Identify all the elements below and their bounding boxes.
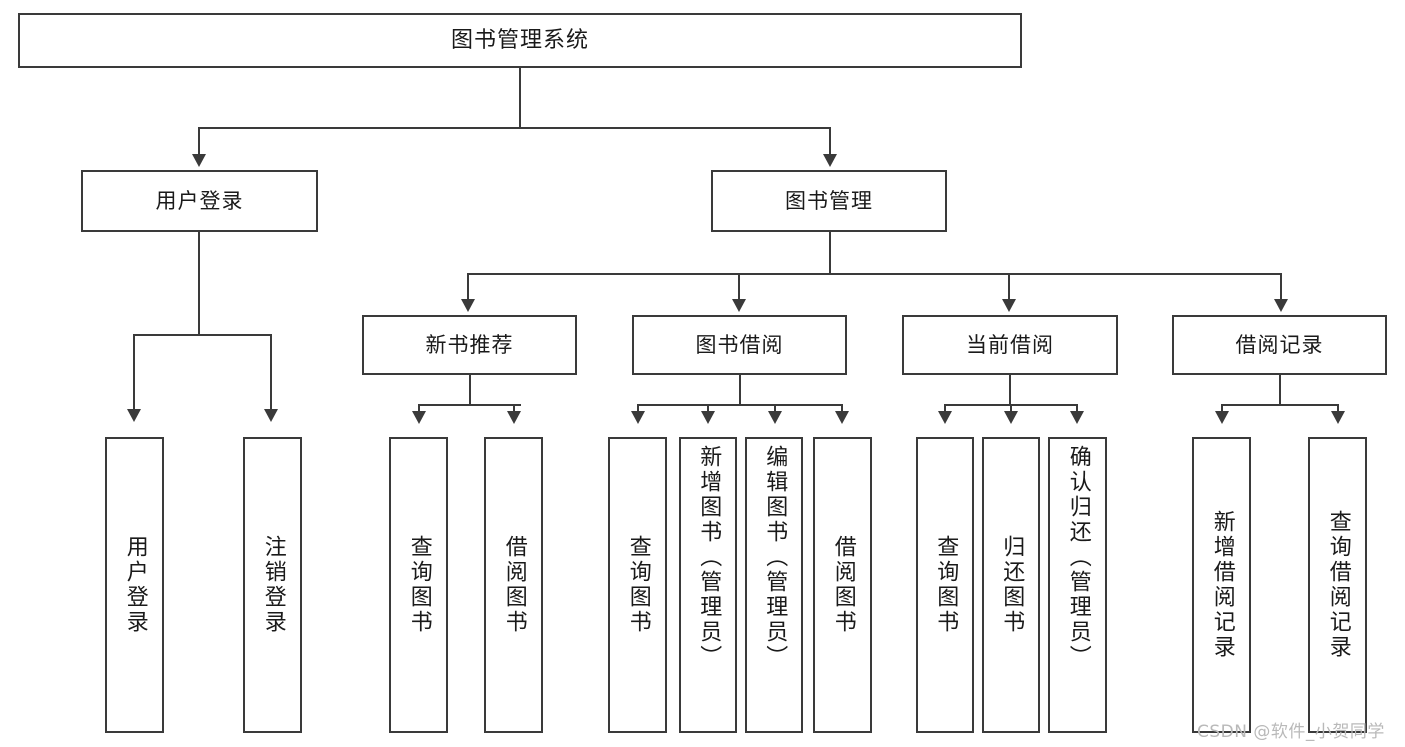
leaf-label: 查询图书 — [406, 535, 432, 635]
leaf-book-borrow-edit[interactable]: 编辑图书（管理员） — [745, 437, 803, 733]
connector-borrow-record-bus — [1221, 404, 1338, 406]
leaf-label: 确认归还（管理员） — [1065, 445, 1091, 670]
node-label: 用户登录 — [155, 188, 244, 213]
node-new-book-recommend[interactable]: 新书推荐 — [362, 315, 577, 375]
arrowhead-current-borrow-leaf-2 — [1004, 411, 1018, 424]
connector-borrow-record-stem — [1279, 375, 1281, 405]
connector-book-borrow-drop-1 — [637, 404, 639, 412]
leaf-user-login-login[interactable]: 用户登录 — [105, 437, 164, 733]
connector-root-bus — [198, 127, 831, 129]
leaf-label: 用户登录 — [122, 535, 148, 635]
arrowhead-to-new-book — [461, 299, 475, 312]
arrowhead-user-login-leaf-1 — [127, 409, 141, 422]
connector-book-borrow-drop-4 — [841, 404, 843, 412]
connector-book-manage-drop-3 — [1008, 273, 1010, 300]
node-label: 借阅记录 — [1235, 332, 1324, 357]
leaf-book-borrow-query[interactable]: 查询图书 — [608, 437, 667, 733]
connector-book-manage-bus — [467, 273, 1280, 275]
connector-borrow-record-drop-1 — [1221, 404, 1223, 412]
arrowhead-current-borrow-leaf-3 — [1070, 411, 1084, 424]
connector-current-borrow-stem — [1009, 375, 1011, 405]
connector-book-manage-drop-4 — [1280, 273, 1282, 300]
connector-root-to-user-login — [198, 127, 200, 155]
leaf-new-book-borrow[interactable]: 借阅图书 — [484, 437, 543, 733]
leaf-borrow-record-add[interactable]: 新增借阅记录 — [1192, 437, 1251, 733]
connector-book-borrow-drop-2 — [707, 404, 709, 412]
node-user-login[interactable]: 用户登录 — [81, 170, 318, 232]
node-book-management[interactable]: 图书管理 — [711, 170, 947, 232]
leaf-label: 编辑图书（管理员） — [762, 445, 788, 670]
connector-book-borrow-drop-3 — [774, 404, 776, 412]
node-label: 图书借阅 — [695, 332, 784, 357]
arrowhead-book-borrow-leaf-2 — [701, 411, 715, 424]
connector-book-manage-drop-1 — [467, 273, 469, 300]
node-book-borrow[interactable]: 图书借阅 — [632, 315, 847, 375]
arrowhead-current-borrow-leaf-1 — [938, 411, 952, 424]
connector-book-borrow-bus — [637, 404, 843, 406]
leaf-book-borrow-borrow[interactable]: 借阅图书 — [813, 437, 872, 733]
connector-new-book-bus — [418, 404, 521, 406]
connector-book-manage-drop-2 — [738, 273, 740, 300]
arrowhead-to-current-borrow — [1002, 299, 1016, 312]
leaf-label: 借阅图书 — [501, 535, 527, 635]
leaf-current-borrow-return[interactable]: 归还图书 — [982, 437, 1040, 733]
node-label: 图书管理 — [785, 188, 873, 213]
node-root-system[interactable]: 图书管理系统 — [18, 13, 1022, 68]
connector-root-stem — [519, 68, 521, 128]
leaf-user-login-logout[interactable]: 注销登录 — [243, 437, 302, 733]
arrowhead-book-borrow-leaf-3 — [768, 411, 782, 424]
arrowhead-root-to-user-login — [192, 154, 206, 167]
arrowhead-new-book-leaf-2 — [507, 411, 521, 424]
arrowhead-borrow-record-leaf-1 — [1215, 411, 1229, 424]
node-current-borrow[interactable]: 当前借阅 — [902, 315, 1118, 375]
leaf-new-book-query[interactable]: 查询图书 — [389, 437, 448, 733]
connector-new-book-drop-1 — [418, 404, 420, 412]
connector-new-book-drop-2 — [513, 404, 515, 412]
connector-book-manage-stem — [829, 232, 831, 274]
node-label: 新书推荐 — [425, 332, 514, 357]
connector-book-borrow-stem — [739, 375, 741, 405]
connector-user-login-drop-2 — [270, 334, 272, 410]
leaf-label: 查询图书 — [625, 535, 651, 635]
leaf-label: 查询图书 — [933, 535, 959, 635]
arrowhead-book-borrow-leaf-4 — [835, 411, 849, 424]
leaf-label: 查询借阅记录 — [1325, 510, 1351, 660]
connector-user-login-drop-1 — [133, 334, 135, 410]
arrowhead-book-borrow-leaf-1 — [631, 411, 645, 424]
arrowhead-to-borrow-record — [1274, 299, 1288, 312]
leaf-label: 注销登录 — [260, 535, 286, 635]
connector-current-borrow-drop-3 — [1076, 404, 1078, 412]
node-label: 图书管理系统 — [450, 27, 589, 53]
node-borrow-record[interactable]: 借阅记录 — [1172, 315, 1387, 375]
leaf-label: 归还图书 — [999, 535, 1025, 635]
connector-current-borrow-drop-2 — [1010, 404, 1012, 412]
connector-current-borrow-drop-1 — [944, 404, 946, 412]
connector-borrow-record-drop-2 — [1337, 404, 1339, 412]
leaf-label: 借阅图书 — [830, 535, 856, 635]
arrowhead-new-book-leaf-1 — [412, 411, 426, 424]
leaf-current-borrow-query[interactable]: 查询图书 — [916, 437, 974, 733]
connector-new-book-stem — [469, 375, 471, 405]
connector-user-login-stem — [198, 232, 200, 335]
node-label: 当前借阅 — [966, 332, 1054, 357]
arrowhead-user-login-leaf-2 — [264, 409, 278, 422]
arrowhead-borrow-record-leaf-2 — [1331, 411, 1345, 424]
leaf-label: 新增借阅记录 — [1209, 510, 1235, 660]
connector-user-login-bus — [133, 334, 270, 336]
leaf-label: 新增图书（管理员） — [696, 445, 722, 670]
leaf-current-borrow-confirm-return[interactable]: 确认归还（管理员） — [1048, 437, 1107, 733]
leaf-book-borrow-add[interactable]: 新增图书（管理员） — [679, 437, 737, 733]
leaf-borrow-record-query[interactable]: 查询借阅记录 — [1308, 437, 1367, 733]
arrowhead-root-to-book-manage — [823, 154, 837, 167]
arrowhead-to-book-borrow — [732, 299, 746, 312]
connector-root-to-book-manage — [829, 127, 831, 155]
